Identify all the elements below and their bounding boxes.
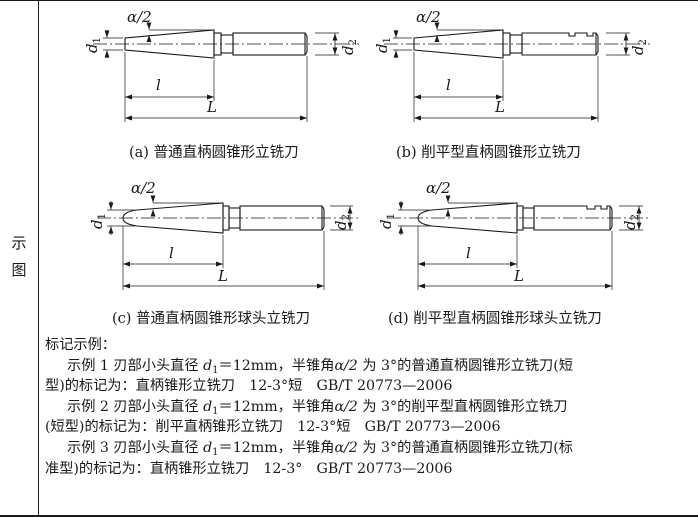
example-3-line-1: 示例 3 刃部小头直径 d1＝12mm，半锥角α/2 为 3°的普通直柄圆锥形立… [67,439,573,458]
alpha-half-label-d: α/2 [426,179,451,197]
caption-a: (a) 普通直柄圆锥形立铣刀 [129,145,299,161]
labels-b: α/2 d1 d2 l L [373,8,649,116]
l-label-b: l [446,76,451,94]
d1-label-a: d1 [83,37,103,53]
drawing-b [384,22,650,122]
notes-heading: 标记示例： [45,337,116,353]
caption-b: (b) 削平型直柄圆锥形立铣刀 [396,145,581,161]
table-bottom-border [0,515,698,517]
d1-label-b: d1 [373,37,393,53]
d2-label-a: d2 [339,39,359,55]
alpha-half-label-c: α/2 [131,179,156,197]
labels-d: α/2 d1 d2 l L [377,179,641,285]
caption-c: (c) 普通直柄圆锥形球头立铣刀 [112,311,311,327]
d2-label-d: d2 [621,214,641,230]
drawing-d [387,195,651,290]
table-column-divider [38,0,39,516]
labels-a: α/2 d1 d2 l L [83,8,359,116]
d2-label-c: d2 [332,214,352,230]
drawing-a [93,22,359,122]
marking-examples: 标记示例： 示例 1 刃部小头直径 d1＝12mm，半锥角α/2 为 3°的普通… [45,335,685,479]
example-1-line-2: 型)的标记为：直柄锥形立铣刀 12-3°短 GB/T 20773—2006 [45,378,453,395]
labels-c: α/2 d1 d2 l L [88,179,352,285]
example-3-line-2: 准型)的标记为：直柄锥形立铣刀 12-3° GB/T 20773—2006 [45,460,453,477]
table-top-border [0,0,698,1]
l-label-d: l [466,244,471,262]
cutter-diagrams: α/2 d1 d2 l L [39,0,698,330]
example-1-line-1: 示例 1 刃部小头直径 d1＝12mm，半锥角α/2 为 3°的普通直柄圆锥形立… [67,357,573,376]
d1-label-d: d1 [377,213,397,229]
caption-d: (d) 削平型直柄圆锥形球头立铣刀 [388,311,602,327]
drawing-c [97,195,359,290]
row-label: 示 图 [0,0,38,516]
row-label-char-2: 图 [11,261,27,279]
l-label-a: l [156,76,161,94]
L-label-d: L [513,267,524,285]
alpha-half-label-b: α/2 [416,8,441,26]
l-label-c: l [169,244,174,262]
example-2-line-1: 示例 2 刃部小头直径 d1＝12mm，半锥角α/2 为 3°的削平型直柄圆锥形… [67,398,568,417]
L-label-c: L [217,267,228,285]
alpha-half-label-a: α/2 [127,8,152,26]
example-2-line-2: (短型)的标记为：削平直柄锥形立铣刀 12-3°短 GB/T 20773—200… [45,419,501,436]
L-label-b: L [494,98,505,116]
L-label-a: L [206,98,217,116]
row-label-char-1: 示 [11,234,27,252]
d2-label-b: d2 [629,39,649,55]
d1-label-c: d1 [88,213,108,229]
